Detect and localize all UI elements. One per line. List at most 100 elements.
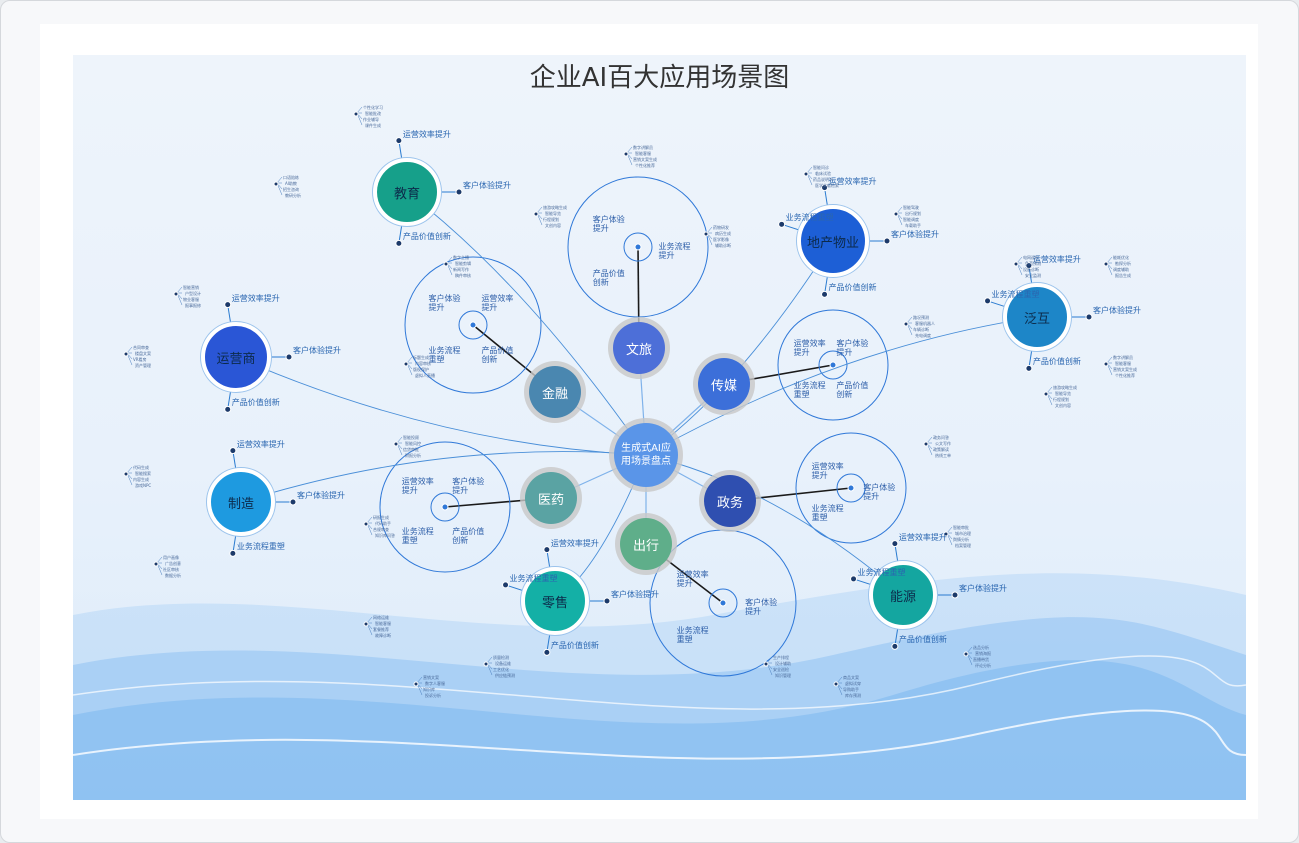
sector-node-0[interactable]: 教育 [373,158,441,226]
industry-node-5[interactable]: 政务 [704,475,756,527]
leaf-item: 负荷预测 [1025,261,1041,266]
branch-dot [273,181,279,187]
leaf-item: 合同审查 [133,345,149,350]
leaf-item: 智能风控 [405,441,421,446]
link-line [406,356,413,364]
leaf-item: 热线工单 [935,453,951,458]
branch-dot [469,321,477,329]
industry-branch-label: 产品价值创新 [481,346,514,365]
link-line [946,526,953,534]
branch-dot [123,471,129,477]
branch-dot [821,290,829,298]
branch-dot [893,211,899,217]
leaf-item: 知识库问答 [375,533,395,538]
ring [649,529,797,677]
branch-dot [543,648,551,656]
leaf-item: 楼盘文案 [135,351,151,356]
sector-branch-label: 业务流程重塑 [236,542,285,552]
branch-dot [1103,261,1109,267]
sector-node-1[interactable]: 地产物业 [797,205,869,277]
branch-dot [543,546,551,554]
industry-node-3[interactable]: 医药 [525,472,577,524]
leaf-item: 代码助手 [375,521,391,526]
leaf-item: 招生咨询 [283,187,299,192]
leaf-item: 电网巡检 [1023,255,1039,260]
leaf-item: 内容生成 [133,477,149,482]
link-line [645,454,904,596]
sector-branch-label: 产品价值创新 [402,232,451,242]
branch-dot [153,561,159,567]
leaf-item: 智能审批 [953,525,969,530]
leaf-item: 作业辅导 [363,117,379,122]
leaf-item: 客服机器人 [915,321,935,326]
link-line [706,226,713,234]
branch-dot [483,661,489,667]
leaf-item: 新闻写作 [453,267,469,272]
branch-dot [943,531,949,537]
branch-dot [173,291,179,297]
branch-dot [403,361,409,367]
industry-branch-label: 运营效率提升 [793,338,826,357]
industry-branch-label: 业务流程重塑 [428,346,461,365]
branch-dot [229,549,237,557]
center-hub[interactable]: 生成式AI应用场景盘点 [614,423,678,487]
link-line [626,146,633,154]
leaf-item: 个性化学习 [363,105,383,110]
leaf-item: 报告生成 [1115,273,1131,278]
link-line [176,286,183,294]
industry-branch-label: 客户体验提升 [745,598,778,616]
industry-node-0[interactable]: 文旅 [613,322,665,374]
leaf-item: 智能搜索 [135,471,151,476]
leaf-item: 设计辅助 [775,661,791,666]
leaf-item: 个性化推荐 [1115,373,1135,378]
ring [430,492,460,522]
branch-dot [833,681,839,687]
leaf-item: 智能剪辑 [455,261,471,266]
branch-dot [533,211,539,217]
leaf-item: 智能投顾 [403,435,419,440]
leaf-item: 营销文案生成 [1113,367,1137,372]
branch-dot [1043,391,1049,397]
link-line [446,256,453,264]
sector-node-2[interactable]: 泛互 [1003,283,1071,351]
industry-node-1[interactable]: 传媒 [698,358,750,410]
branch-dot [123,351,129,357]
leaf-item: 设备运维 [495,661,511,666]
leaf-item: 广告创意 [165,561,181,566]
sector-node-4[interactable]: 制造 [207,468,275,536]
sector-node-6[interactable]: 能源 [869,561,937,629]
leaf-item: 网络运维 [373,615,389,620]
leaf-item: 医学文献检索 [815,183,839,188]
branch-dot [363,521,369,527]
ring [777,309,889,421]
leaf-item: 生产排程 [773,655,789,660]
link-line [366,616,373,624]
sector-branch-label: 运营效率提升 [828,176,877,186]
sector-branch-label: 客户体验提升 [463,181,511,190]
sector-node-5[interactable]: 零售 [521,567,589,635]
leaf-item: AI助教 [285,181,297,186]
leaf-item: 知识管理 [775,673,791,678]
branch-dot [395,137,403,145]
leaf-item: 医学影像 [713,237,729,242]
sector-branch-label: 客户体验提升 [959,584,1007,593]
leaf-item: 临床试验 [815,171,831,176]
industry-node-2[interactable]: 金融 [529,366,581,418]
leaf-item: 智能客服 [635,151,651,156]
leaf-item: 药品说明书 [813,177,833,182]
leaf-item: 用户画像 [163,555,179,560]
leaf-item: 营销文案 [423,675,439,680]
ring [623,232,653,262]
sector-node-3[interactable]: 运营商 [201,322,271,392]
sector-branch-label: 客户体验提升 [611,590,659,599]
sector-branch-label: 运营效率提升 [1032,254,1081,264]
leaf-item: 档案管理 [955,543,971,548]
sector-branch-label: 业务流程重塑 [509,573,558,583]
industry-node-4[interactable]: 出行 [620,518,672,570]
leaf-item: 文创内容 [545,223,561,228]
sector-branch-label: 产品价值创新 [828,283,877,293]
ring [795,432,907,544]
sector-branch-label: 业务流程重塑 [991,289,1040,299]
branch-dot [603,597,611,605]
branch-dot [623,151,629,157]
